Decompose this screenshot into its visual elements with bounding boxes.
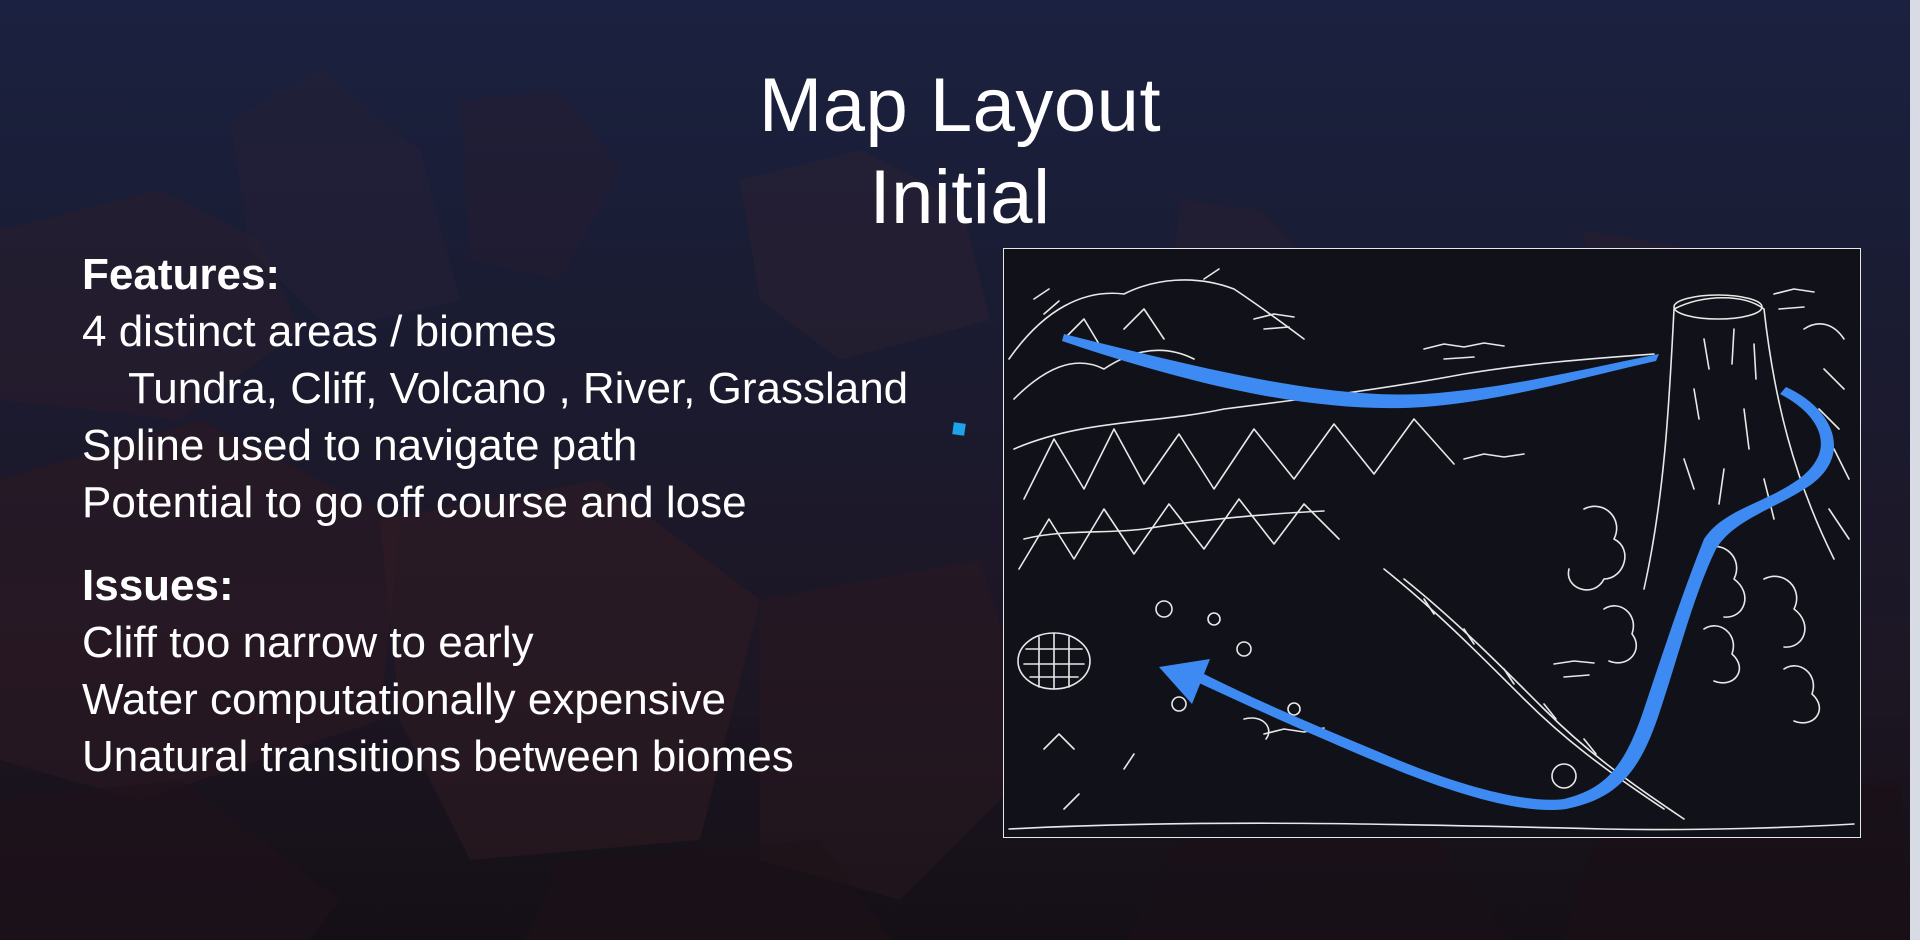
issues-heading: Issues: xyxy=(82,561,234,610)
slide-title: Map Layout Initial xyxy=(660,60,1260,244)
features-heading: Features: xyxy=(82,250,281,299)
title-line-1: Map Layout xyxy=(758,63,1162,148)
issue-item: Cliff too narrow to early xyxy=(82,618,534,667)
accent-square xyxy=(952,422,966,436)
slide-bottom-edge xyxy=(0,940,1920,952)
content-text: Features: 4 distinct areas / biomes Tund… xyxy=(82,246,962,785)
issue-item: Unatural transitions between biomes xyxy=(82,732,794,781)
issue-item: Water computationally expensive xyxy=(82,675,727,724)
feature-item: Spline used to navigate path xyxy=(82,421,638,470)
title-line-2: Initial xyxy=(869,155,1051,240)
feature-item: Potential to go off course and lose xyxy=(82,478,747,527)
feature-subitem: Tundra, Cliff, Volcano , River, Grasslan… xyxy=(128,364,909,413)
map-sketch-image xyxy=(1003,248,1861,838)
feature-item: 4 distinct areas / biomes xyxy=(82,307,557,356)
window-edge xyxy=(1910,0,1920,940)
map-sketch-drawing xyxy=(1008,268,1855,831)
